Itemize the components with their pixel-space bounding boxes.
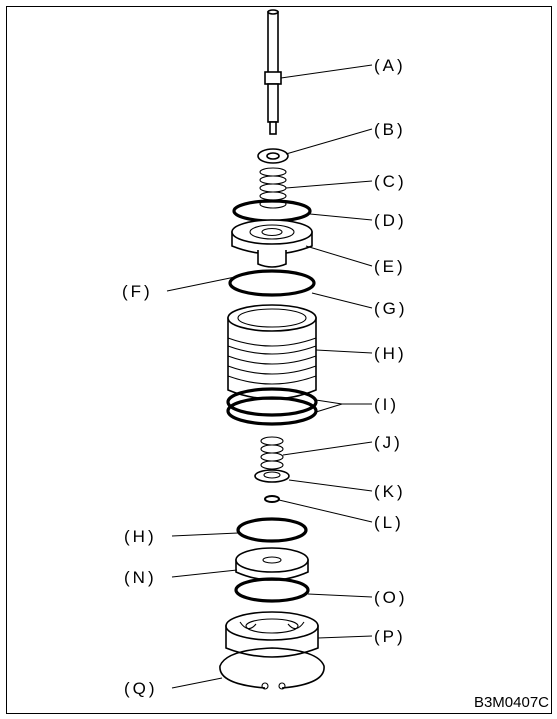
small-spring-part — [260, 436, 284, 470]
label-e: (E) — [374, 257, 406, 276]
label-j: (J) — [374, 433, 403, 452]
label-q: (Q) — [124, 679, 158, 698]
seal-rings-i — [226, 387, 318, 426]
label-a: (A) — [374, 56, 406, 75]
label-d: (D) — [374, 211, 407, 230]
label-k: (K) — [374, 482, 406, 501]
piston-cap-part — [235, 547, 309, 581]
label-b: (B) — [374, 120, 406, 139]
label-l: (L) — [374, 513, 404, 532]
label-h-upper: (H) — [374, 344, 407, 363]
snap-ring-l — [264, 495, 280, 503]
label-f: (F) — [122, 282, 153, 301]
label-o: (O) — [374, 588, 408, 607]
seal-ring-d — [232, 199, 312, 223]
figure-code: B3M0407C — [473, 694, 549, 711]
spring-seat-part — [254, 469, 290, 483]
seal-ring-h-lower — [236, 517, 308, 543]
label-p: (P) — [374, 627, 406, 646]
piston-body-part — [227, 304, 317, 400]
label-g: (G) — [374, 299, 408, 318]
label-n: (N) — [124, 568, 157, 587]
retainer-part — [231, 219, 313, 268]
label-c: (C) — [374, 172, 407, 191]
part-labels: (A) (B) (C) (D) (E) (F) (G) (H) (I) (J) … — [122, 56, 408, 698]
label-i: (I) — [374, 395, 399, 414]
label-h-lower: (H) — [124, 527, 157, 546]
seal-ring-o — [234, 577, 310, 603]
seal-ring-g — [228, 269, 316, 297]
piston-rod-part — [264, 9, 282, 135]
snap-ring-q — [219, 647, 325, 690]
cover-part — [225, 611, 319, 658]
leader-lines — [166, 64, 373, 689]
washer-part — [257, 148, 289, 164]
